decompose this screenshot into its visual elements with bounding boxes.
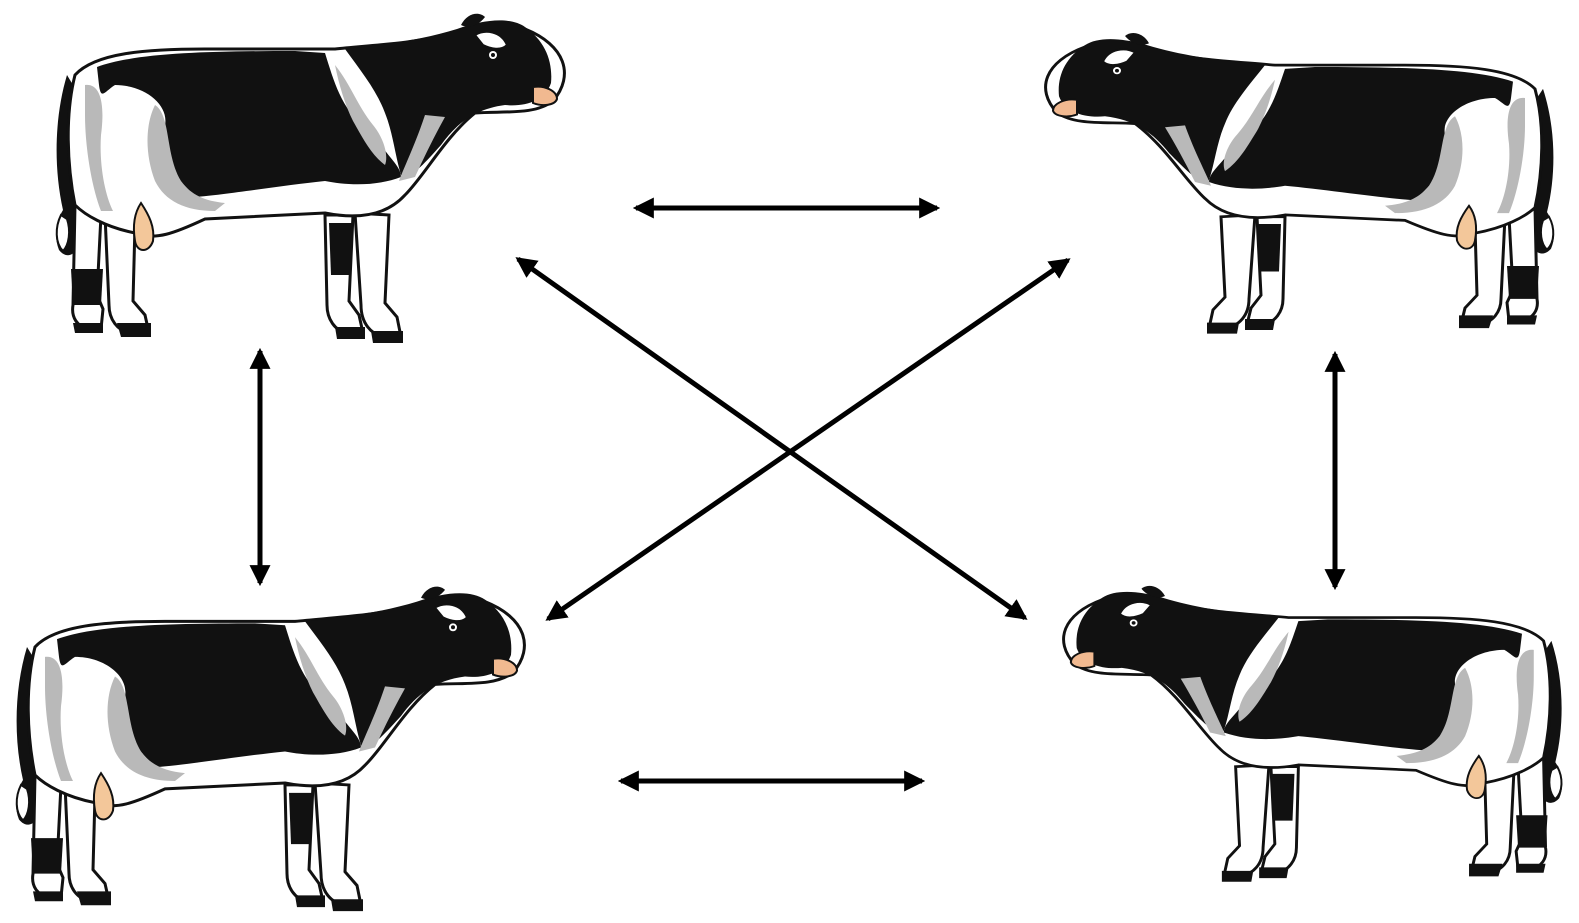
edge-diagonal-tl-br bbox=[515, 256, 1028, 621]
cow-bottom-left-icon bbox=[5, 578, 526, 918]
edge-diagonal-tr-bl bbox=[545, 257, 1071, 622]
cow-top-left-icon bbox=[45, 5, 566, 350]
cow-bottom-right-icon bbox=[1062, 578, 1573, 888]
cow-top-right-icon bbox=[1044, 25, 1565, 340]
